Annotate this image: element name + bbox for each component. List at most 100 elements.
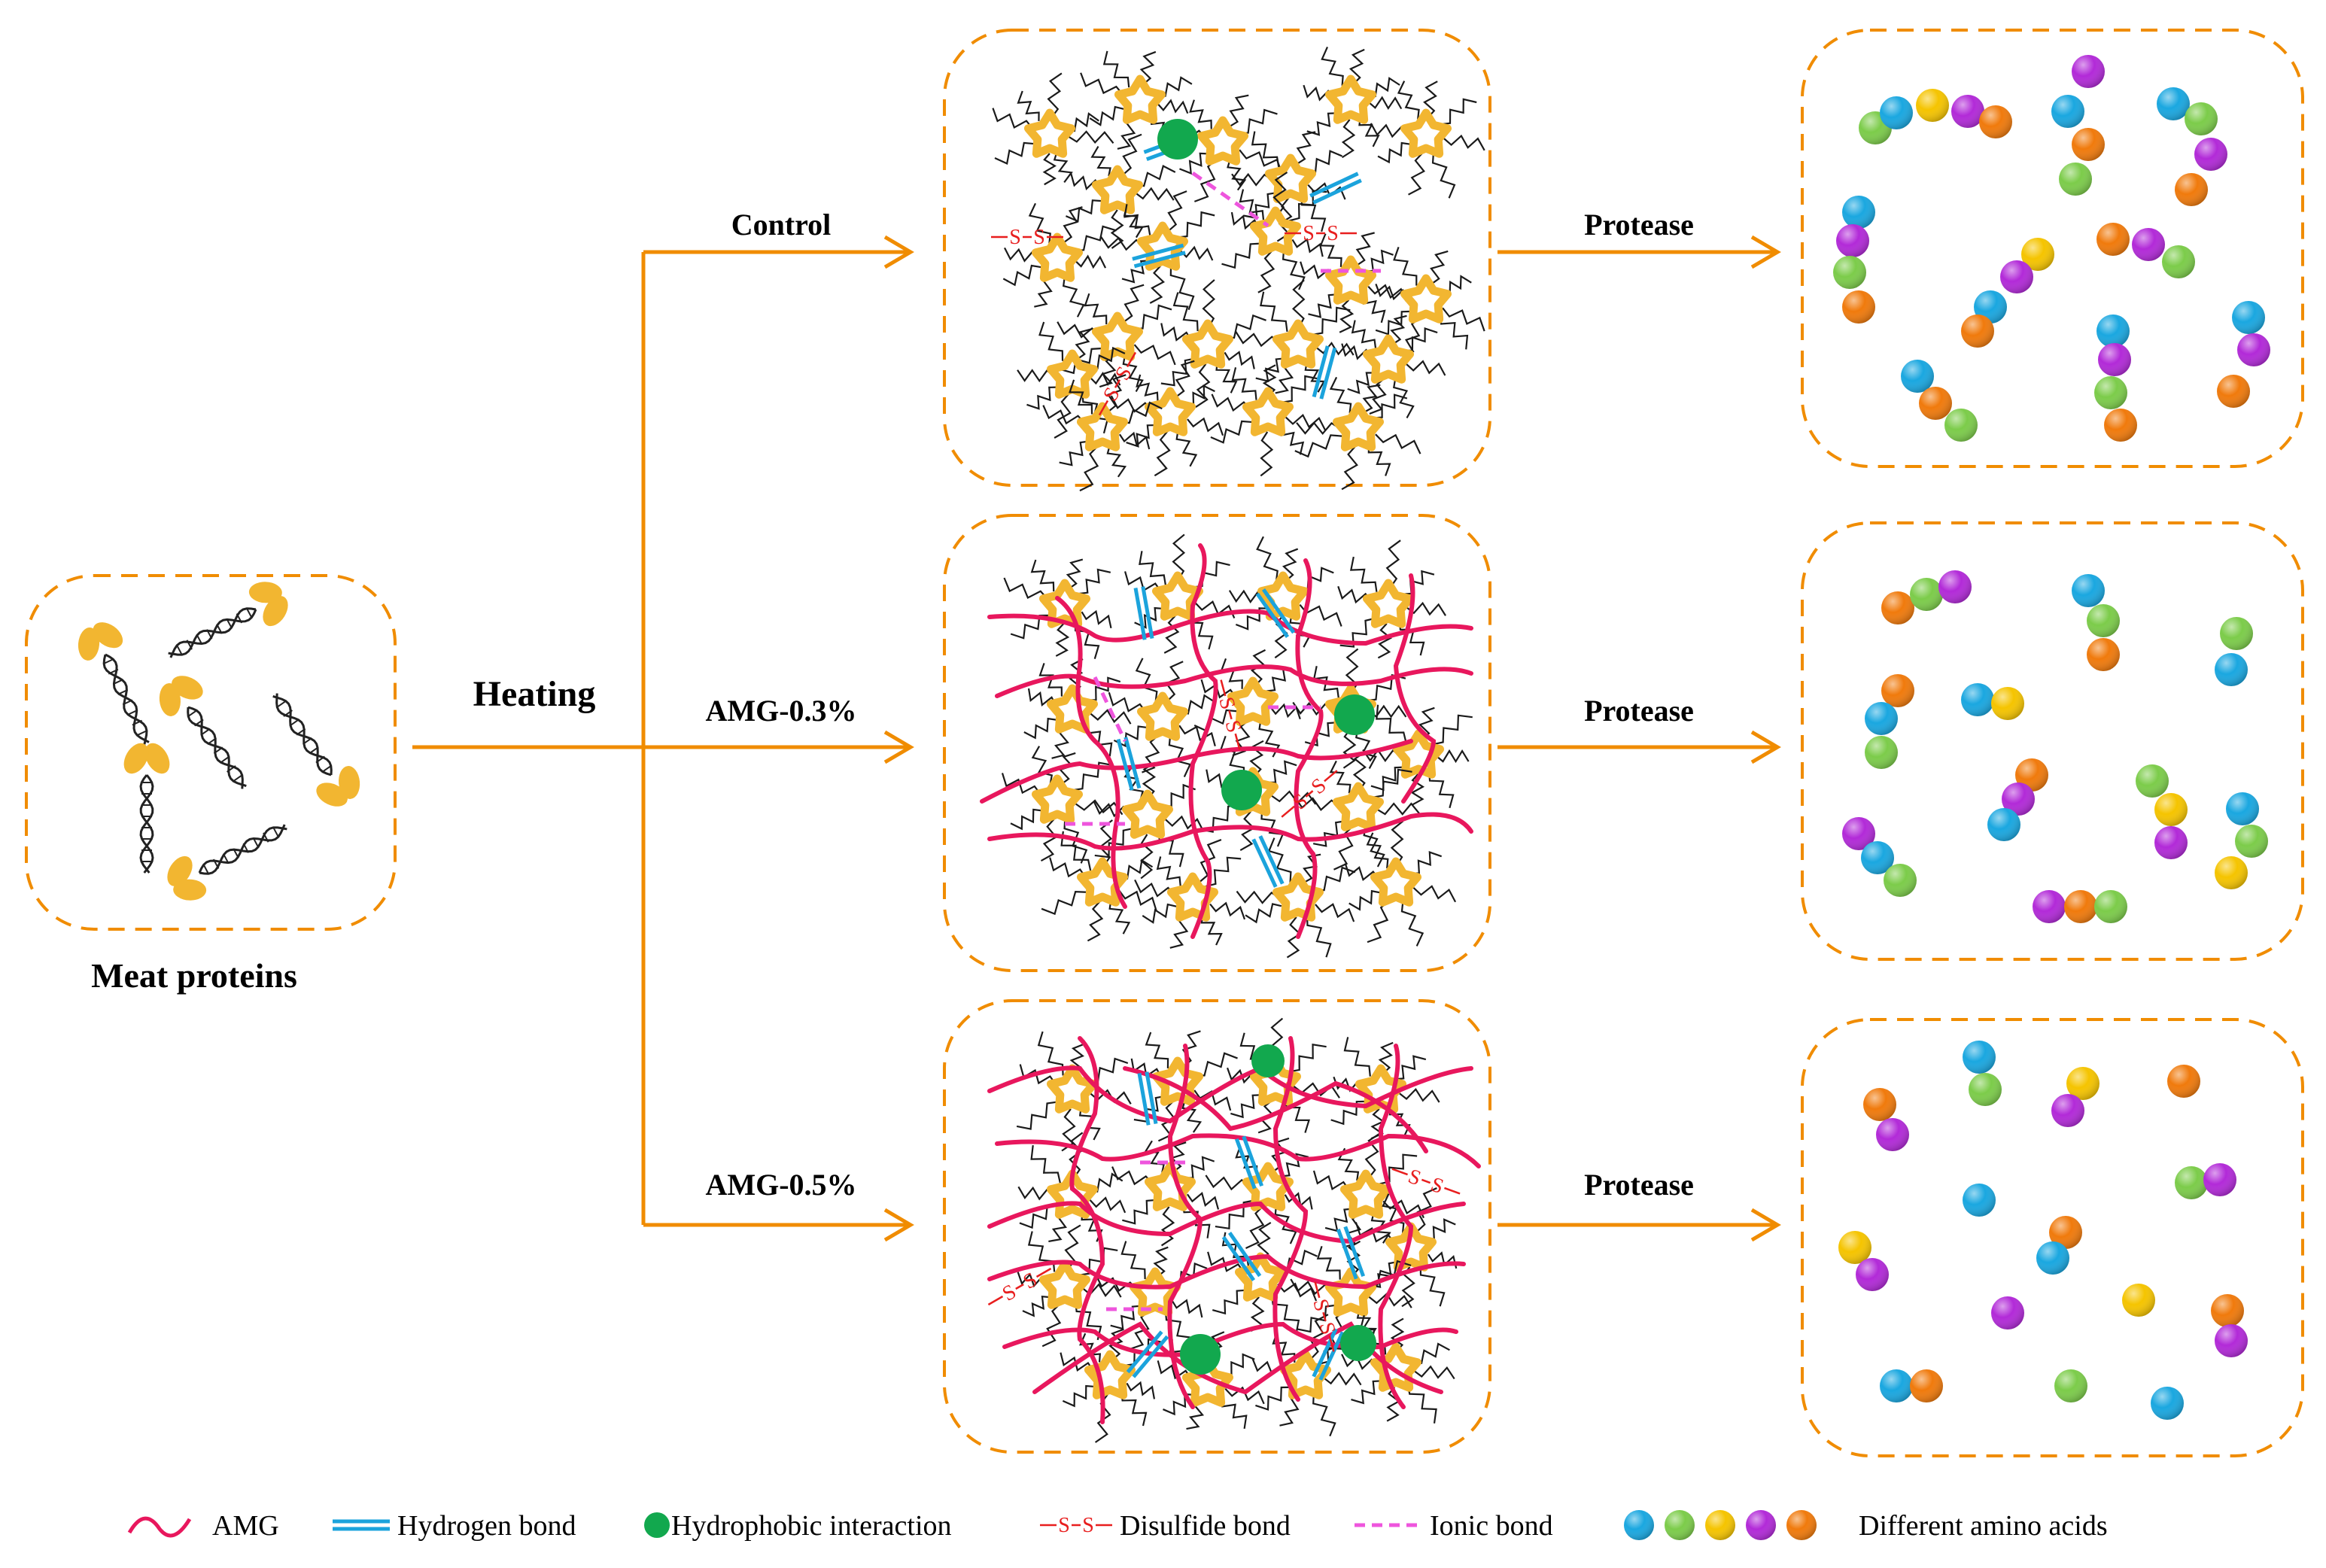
hydrogen-bond bbox=[1336, 1228, 1358, 1280]
ionic-bond bbox=[1093, 676, 1127, 743]
disulfide-glyph: S bbox=[1303, 222, 1315, 245]
box-amg-0.3-products bbox=[1801, 521, 2304, 961]
hydrogen-bond bbox=[1251, 838, 1278, 888]
protein-node bbox=[1038, 1260, 1091, 1309]
hydrogen-bond bbox=[1132, 1335, 1169, 1378]
box-control-products bbox=[1801, 29, 2304, 468]
legend-ionic-label: Ionic bond bbox=[1430, 1510, 1553, 1542]
hydrophobic-interaction bbox=[1157, 119, 1198, 160]
heating-label: Heating bbox=[473, 674, 596, 714]
protein-node bbox=[1272, 872, 1324, 922]
hydrogen-bond bbox=[1312, 178, 1362, 205]
protein-node bbox=[1091, 311, 1144, 361]
hydrogen-bond bbox=[1309, 172, 1359, 198]
protein-node bbox=[1370, 1342, 1422, 1392]
protein-node bbox=[1400, 274, 1452, 324]
box-control-network bbox=[943, 29, 1491, 487]
protein-node bbox=[1324, 1267, 1377, 1317]
amg-strand bbox=[1294, 558, 1324, 939]
hydrogen-bond bbox=[1318, 1331, 1345, 1381]
hydrogen-bond bbox=[1133, 587, 1147, 640]
hydrogen-bond bbox=[1234, 1138, 1257, 1190]
flow-arrows bbox=[412, 235, 1781, 1242]
disulfide-glyph: S bbox=[1099, 384, 1125, 406]
protein-node bbox=[1272, 319, 1324, 369]
disulfide-glyph: S bbox=[1058, 1514, 1070, 1537]
protein-node bbox=[1227, 676, 1279, 726]
amg-0.5-digestion-products bbox=[1838, 1041, 2248, 1420]
hydrogen-bond bbox=[1312, 345, 1330, 398]
protein-node bbox=[1091, 165, 1144, 214]
box-meat-proteins bbox=[25, 574, 397, 931]
arrow-to-amg-0.3-head bbox=[883, 730, 914, 764]
disulfide-glyph: S bbox=[1009, 226, 1021, 249]
amg-0.3-digestion-products bbox=[1842, 570, 2268, 923]
protein-node bbox=[1332, 402, 1385, 451]
amg-strand bbox=[987, 1065, 1473, 1124]
protein-node bbox=[1151, 571, 1204, 621]
protein-node bbox=[1392, 729, 1445, 779]
amg-strand bbox=[980, 739, 1413, 804]
hydrogen-bond bbox=[1319, 347, 1337, 400]
myosin-molecule bbox=[167, 824, 287, 901]
amg-strand bbox=[1055, 596, 1127, 909]
disulfide-glyph: S bbox=[1428, 1173, 1446, 1199]
hydrogen-bond bbox=[1116, 738, 1134, 791]
protein-node bbox=[1234, 1252, 1287, 1302]
protein-node bbox=[1136, 691, 1189, 741]
protein-node bbox=[1031, 232, 1084, 282]
disulfide-bond: SS bbox=[1214, 679, 1246, 750]
arrow-to-amg-0.5-head bbox=[883, 1208, 914, 1242]
myosin-molecule bbox=[78, 622, 150, 745]
disulfide-glyph: S bbox=[1327, 222, 1339, 245]
hydrogen-bond bbox=[1126, 1330, 1163, 1374]
amg-strand bbox=[1069, 1036, 1105, 1424]
arrow-protease-2-head bbox=[1750, 730, 1781, 764]
amg-strand bbox=[987, 1201, 1466, 1244]
protein-node bbox=[1031, 774, 1084, 824]
amg-strand bbox=[1272, 1036, 1309, 1402]
amg-strand bbox=[1393, 573, 1437, 804]
protein-node bbox=[1196, 116, 1249, 166]
arrow-to-control-head bbox=[883, 235, 914, 269]
amg-strand bbox=[1002, 1321, 1458, 1357]
control-digestion-products bbox=[1833, 55, 2270, 442]
protein-node bbox=[1242, 387, 1294, 436]
protein-node bbox=[1046, 1169, 1099, 1219]
protein-node bbox=[1046, 684, 1099, 734]
amg-strand bbox=[987, 1253, 1466, 1290]
amg-strand bbox=[987, 609, 1473, 646]
legend-amg-label: AMG bbox=[212, 1510, 279, 1542]
disulfide-bond: SS bbox=[1308, 1281, 1340, 1352]
hydrogen-bond bbox=[1137, 1072, 1151, 1126]
protein-node bbox=[1249, 206, 1302, 256]
hydrophobic-interaction bbox=[1334, 694, 1375, 735]
hydrophobic-dot-icon bbox=[644, 1512, 670, 1538]
amg-strand bbox=[1378, 1044, 1414, 1409]
protein-node bbox=[1136, 221, 1189, 271]
hydrogen-bond bbox=[1261, 588, 1296, 634]
hydrogen-bond bbox=[1221, 1235, 1256, 1281]
protein-node bbox=[1370, 857, 1422, 907]
hydrophobic-interaction bbox=[1180, 1334, 1221, 1375]
protein-node bbox=[1144, 387, 1196, 436]
legend-hydrophobic-label: Hydrophobic interaction bbox=[671, 1510, 952, 1542]
box-amg-0.5-products bbox=[1801, 1018, 2304, 1457]
disulfide-glyph: S bbox=[1405, 1165, 1424, 1190]
hydrogen-bond bbox=[1141, 586, 1154, 640]
hydrogen-bond bbox=[1312, 1328, 1338, 1378]
amg-wave-icon bbox=[127, 1516, 192, 1538]
protein-node bbox=[1279, 1350, 1332, 1399]
amg-strand bbox=[987, 812, 1473, 851]
hydrogen-bond bbox=[1145, 1071, 1158, 1125]
protease-label-3: Protease bbox=[1584, 1168, 1694, 1202]
hydrogen-bond bbox=[1132, 243, 1184, 261]
protein-node bbox=[1076, 402, 1129, 451]
